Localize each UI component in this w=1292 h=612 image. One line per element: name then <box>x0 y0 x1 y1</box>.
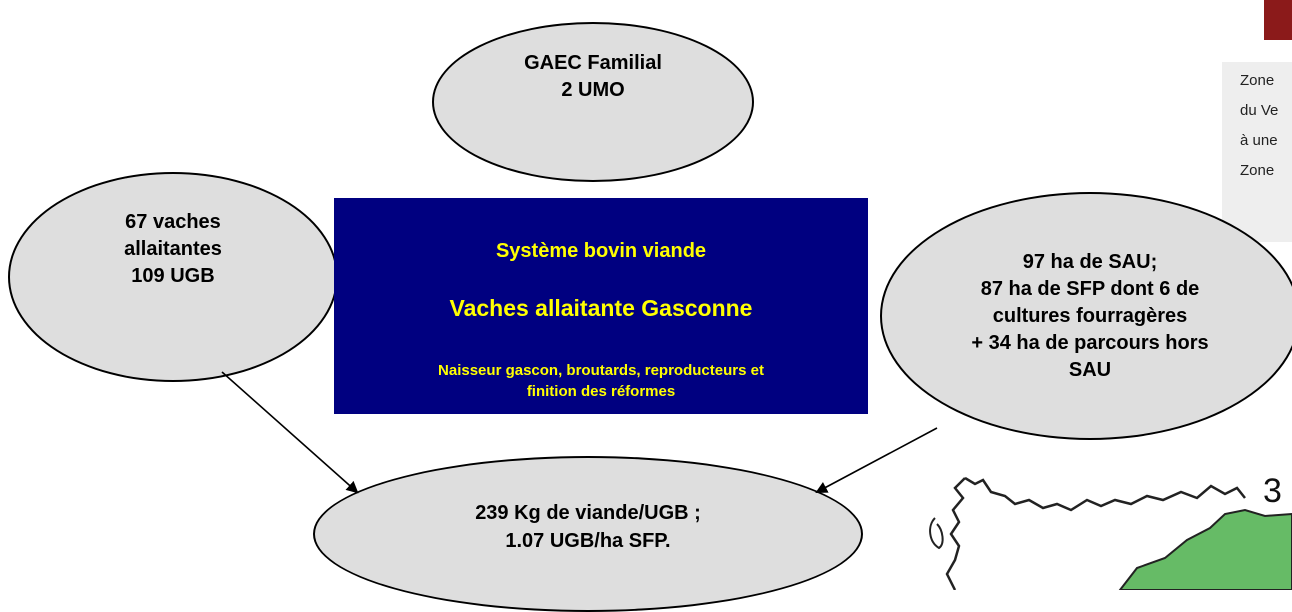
result-line: 1.07 UGB/ha SFP. <box>505 530 671 552</box>
side-panel-line: du Ve <box>1240 102 1279 119</box>
region-map: 3 <box>929 472 1292 590</box>
land-line: 97 ha de SAU; <box>1022 250 1158 273</box>
gaec-line: 2 UMO <box>561 79 625 101</box>
map-border-line <box>964 476 1246 512</box>
map-inlet-line <box>929 517 944 550</box>
result-line: 239 Kg de viande/UGB ; <box>475 502 701 524</box>
side-description-panel: Zone du Ve à une Zone <box>1222 62 1292 242</box>
system-description-line: finition des réformes <box>526 383 676 400</box>
land-line: SAU <box>1068 358 1112 381</box>
brand-color-block <box>1264 0 1292 40</box>
side-panel-line: Zone <box>1240 72 1275 89</box>
land-line: cultures fourragères <box>992 304 1188 327</box>
side-panel-line: Zone <box>1240 162 1275 179</box>
herd-line: 67 vaches <box>125 210 221 233</box>
herd-line: allaitantes <box>124 237 222 260</box>
side-panel-line: à une <box>1240 132 1278 149</box>
system-box: Système bovin viande Vaches allaitante G… <box>334 198 868 414</box>
system-description: Naisseur gascon, broutards, reproducteur… <box>334 360 868 402</box>
land-line: 87 ha de SFP dont 6 de <box>980 277 1200 300</box>
connector-arrows <box>221 371 938 494</box>
map-coast-line <box>945 477 966 590</box>
map-green-area <box>1118 508 1292 590</box>
arrow-herd-to-result <box>221 371 359 494</box>
map-label: 3 <box>1263 472 1282 510</box>
herd-ellipse: 67 vaches allaitantes 109 UGB <box>8 172 338 382</box>
system-subtitle: Vaches allaitante Gasconne <box>449 295 753 321</box>
gaec-line: GAEC Familial <box>524 52 662 74</box>
system-description-line: Naisseur gascon, broutards, reproducteur… <box>438 362 764 379</box>
result-ellipse: 239 Kg de viande/UGB ; 1.07 UGB/ha SFP. <box>313 456 863 612</box>
gaec-ellipse: GAEC Familial 2 UMO <box>432 22 754 182</box>
system-title: Système bovin viande <box>495 240 707 262</box>
herd-line: 109 UGB <box>131 264 215 287</box>
land-ellipse: 97 ha de SAU; 87 ha de SFP dont 6 de cul… <box>880 192 1292 440</box>
land-line: + 34 ha de parcours hors <box>971 331 1209 354</box>
arrow-land-to-result <box>815 427 938 493</box>
